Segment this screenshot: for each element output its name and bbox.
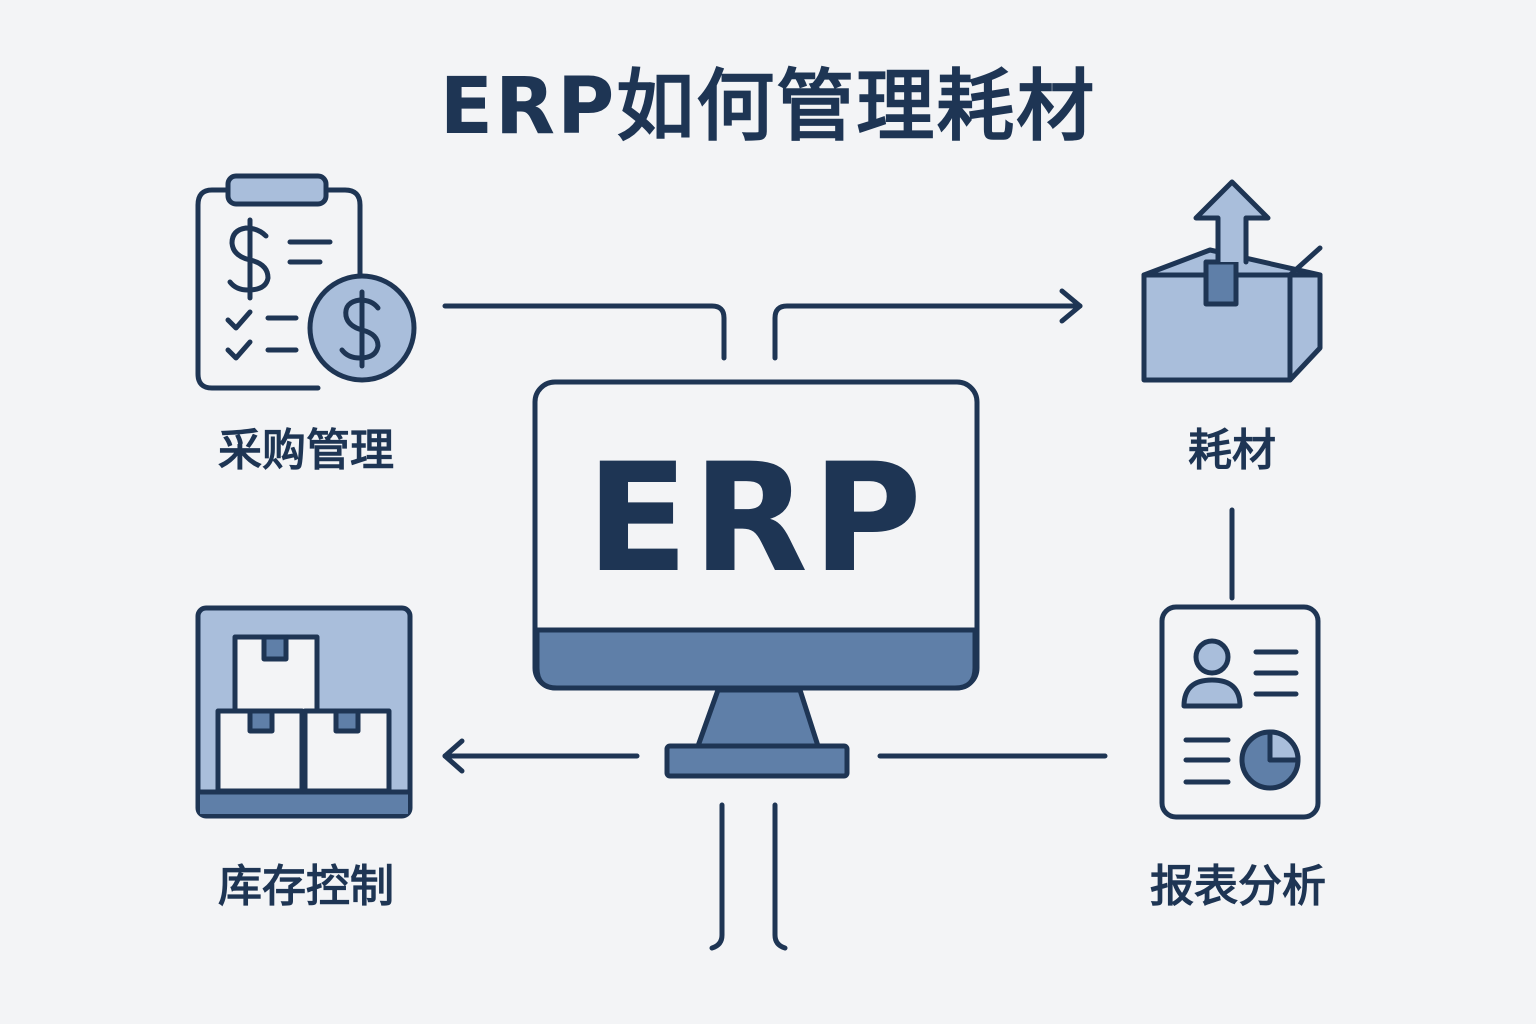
procurement-clipboard-dollar-icon	[195, 173, 417, 391]
warehouse-boxes-icon	[195, 605, 413, 819]
connector-down-left	[709, 802, 725, 951]
arrowhead-to-inventory	[442, 738, 465, 774]
connector-down-right	[772, 802, 788, 951]
node-label-consumables: 耗材	[1188, 425, 1276, 476]
diagram-title: ERP如何管理耗材	[439, 62, 1097, 152]
connector-procurement-to-erp	[442, 303, 727, 361]
node-label-procurement: 采购管理	[218, 425, 394, 476]
erp-monitor-icon	[532, 379, 980, 779]
connector-erp-to-consumables	[772, 303, 1083, 361]
erp-center-label: ERP	[586, 432, 926, 606]
report-document-icon	[1159, 604, 1321, 820]
node-label-reports: 报表分析	[1150, 861, 1326, 912]
box-upload-icon	[1141, 179, 1323, 383]
node-label-inventory: 库存控制	[218, 861, 394, 912]
arrowhead-to-consumables	[1059, 288, 1083, 324]
